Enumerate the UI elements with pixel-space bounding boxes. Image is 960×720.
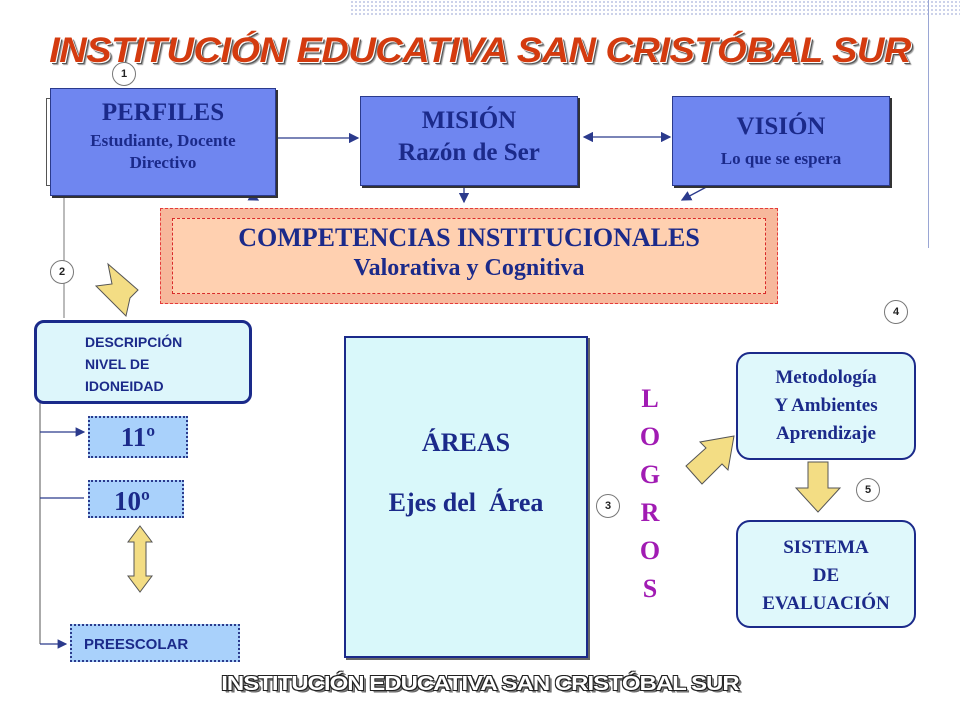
competencias-box: COMPETENCIAS INSTITUCIONALES Valorativa … (172, 218, 766, 294)
logros-letter: S (642, 574, 658, 603)
logros-vertical: L O G R O S (636, 380, 664, 608)
logros-letter: O (639, 536, 661, 565)
areas-heading: ÁREAS (421, 428, 511, 457)
descripcion-line2: NIVEL DE (85, 356, 150, 372)
descripcion-line1: DESCRIPCIÓN (85, 334, 183, 350)
logros-letter: R (640, 498, 660, 527)
grade-11: 11º (88, 416, 188, 458)
descripcion-line3: IDONEIDAD (85, 378, 164, 394)
vision-heading: VISIÓN (736, 113, 826, 140)
descripcion-text: DESCRIPCIÓN NIVEL DE IDONEIDAD (85, 331, 182, 397)
descripcion-box: DESCRIPCIÓN NIVEL DE IDONEIDAD (34, 320, 252, 404)
step-badge-3: 3 (596, 494, 620, 518)
logros-letter: L (641, 384, 659, 413)
perfiles-line2: Directivo (129, 153, 197, 172)
areas-sub: Ejes del Área (388, 488, 544, 517)
mision-heading: MISIÓN (421, 107, 517, 134)
step-badge-4: 4 (884, 300, 908, 324)
logros-letter: O (639, 422, 661, 451)
perfiles-line1: Estudiante, Docente (90, 131, 236, 150)
areas-box: ÁREAS Ejes del Área (344, 336, 588, 658)
right-guide-line (928, 0, 929, 248)
block-arrow-down-left-icon (94, 262, 139, 317)
vision-box: VISIÓN Lo que se espera (672, 96, 890, 186)
step-badge-5: 5 (856, 478, 880, 502)
mision-box: MISIÓN Razón de Ser (360, 96, 578, 186)
double-arrow-vertical-icon (127, 525, 153, 593)
step-badge-1: 1 (112, 62, 136, 86)
metodologia-line3: Aprendizaje (776, 423, 876, 444)
sistema-line1: SISTEMA (783, 537, 869, 558)
footer-title: INSTITUCIÓN EDUCATIVA SAN CRISTÓBAL SUR (221, 672, 739, 696)
perfiles-heading: PERFILES (101, 99, 225, 126)
page-title: INSTITUCIÓN EDUCATIVA SAN CRISTÓBAL SUR (49, 31, 911, 71)
competencias-heading: COMPETENCIAS INSTITUCIONALES (238, 223, 700, 252)
mision-sub: Razón de Ser (398, 139, 540, 166)
dotted-header-band (350, 0, 960, 16)
grade-10: 10º (88, 480, 184, 518)
block-arrow-down-icon (794, 461, 842, 513)
vision-competencias-arrow (680, 183, 713, 201)
vision-sub: Lo que se espera (720, 149, 842, 168)
competencias-sub: Valorativa y Cognitiva (353, 255, 585, 281)
sistema-line3: EVALUACIÓN (762, 593, 890, 614)
sistema-line2: DE (812, 565, 840, 586)
metodologia-box: Metodología Y Ambientes Aprendizaje (736, 352, 916, 460)
sistema-box: SISTEMA DE EVALUACIÓN (736, 520, 916, 628)
logros-letter: G (639, 460, 661, 489)
metodologia-line2: Y Ambientes (774, 395, 878, 416)
step-badge-2: 2 (50, 260, 74, 284)
block-arrow-up-right-icon (685, 435, 735, 485)
grade-preescolar: PREESCOLAR (70, 624, 240, 662)
metodologia-line1: Metodología (775, 367, 877, 388)
perfiles-box: PERFILES Estudiante, Docente Directivo (50, 88, 276, 196)
